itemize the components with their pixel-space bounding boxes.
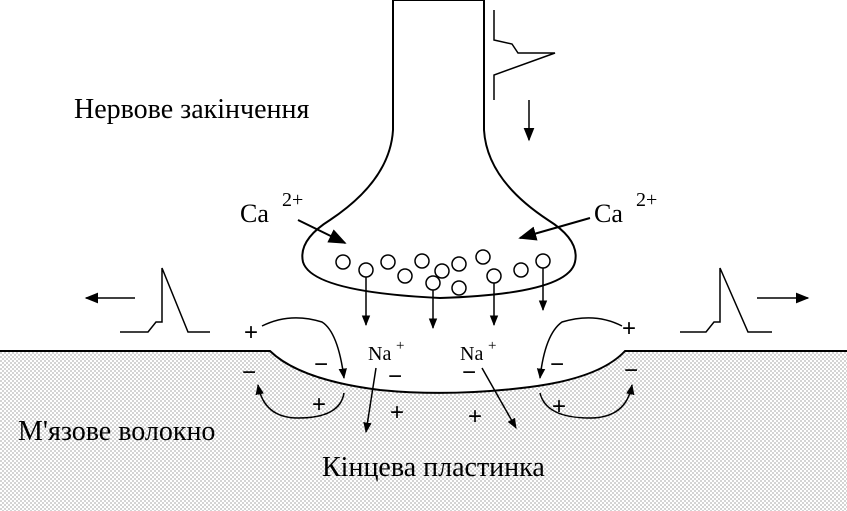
- end-plate-label: Кінцева пластинка: [322, 452, 545, 483]
- sodium-arrow-right: [481, 367, 517, 429]
- calcium-charge: 2+: [282, 189, 303, 211]
- release-arrows: [361, 268, 548, 330]
- sodium-charge: +: [396, 338, 404, 354]
- plus-sign: +: [552, 393, 566, 420]
- sodium-charge: +: [488, 338, 496, 354]
- vesicle: [486, 268, 502, 284]
- sodium-label-right: Na +: [460, 338, 496, 365]
- vesicle: [451, 280, 467, 296]
- sodium-label-left: Na +: [368, 338, 404, 365]
- plus-sign: +: [312, 391, 326, 418]
- calcium-label-left: Ca 2+: [240, 189, 303, 228]
- calcium-symbol: Ca: [594, 199, 623, 228]
- nerve-action-potential: [493, 10, 556, 142]
- calcium-arrow-right: [518, 217, 591, 241]
- vesicle: [397, 268, 413, 284]
- vesicle: [335, 254, 351, 270]
- sodium-symbol: Na: [368, 343, 391, 365]
- plus-sign: +: [468, 403, 482, 430]
- vesicle: [414, 253, 430, 269]
- local-current-right: [536, 317, 635, 419]
- muscle-action-potential-left: [84, 267, 210, 333]
- vesicle: [358, 262, 374, 278]
- nerve-ending-label: Нервове закінчення: [74, 94, 309, 125]
- vesicle: [425, 275, 441, 291]
- nerve-ending: [301, 0, 577, 300]
- calcium-arrow-left: [297, 219, 347, 244]
- minus-sign: −: [462, 359, 476, 386]
- muscle-membrane: [0, 350, 847, 394]
- vesicle: [535, 253, 551, 269]
- minus-sign: −: [550, 351, 564, 378]
- vesicle: [434, 263, 450, 279]
- synaptic-vesicles: [335, 249, 551, 296]
- calcium-charge: 2+: [636, 189, 657, 211]
- muscle-fiber: [0, 351, 847, 511]
- minus-sign: −: [388, 363, 402, 390]
- sodium-arrow-left: [363, 367, 377, 434]
- plus-sign: +: [244, 319, 258, 346]
- muscle-action-potential-right: [680, 267, 810, 333]
- muscle-fiber-label: М'язове волокно: [18, 416, 215, 447]
- vesicle: [475, 249, 491, 265]
- minus-sign: −: [242, 359, 256, 386]
- vesicle: [380, 254, 396, 270]
- charges: + − − + − + − + − + + −: [242, 315, 638, 430]
- vesicle: [513, 262, 529, 278]
- local-current-left: [255, 317, 347, 419]
- sodium-symbol: Na: [460, 343, 483, 365]
- calcium-label-right: Ca 2+: [594, 189, 657, 228]
- minus-sign: −: [624, 357, 638, 384]
- calcium-symbol: Ca: [240, 199, 269, 228]
- plus-sign: +: [390, 399, 404, 426]
- minus-sign: −: [314, 351, 328, 378]
- plus-sign: +: [622, 315, 636, 342]
- vesicle: [451, 256, 467, 272]
